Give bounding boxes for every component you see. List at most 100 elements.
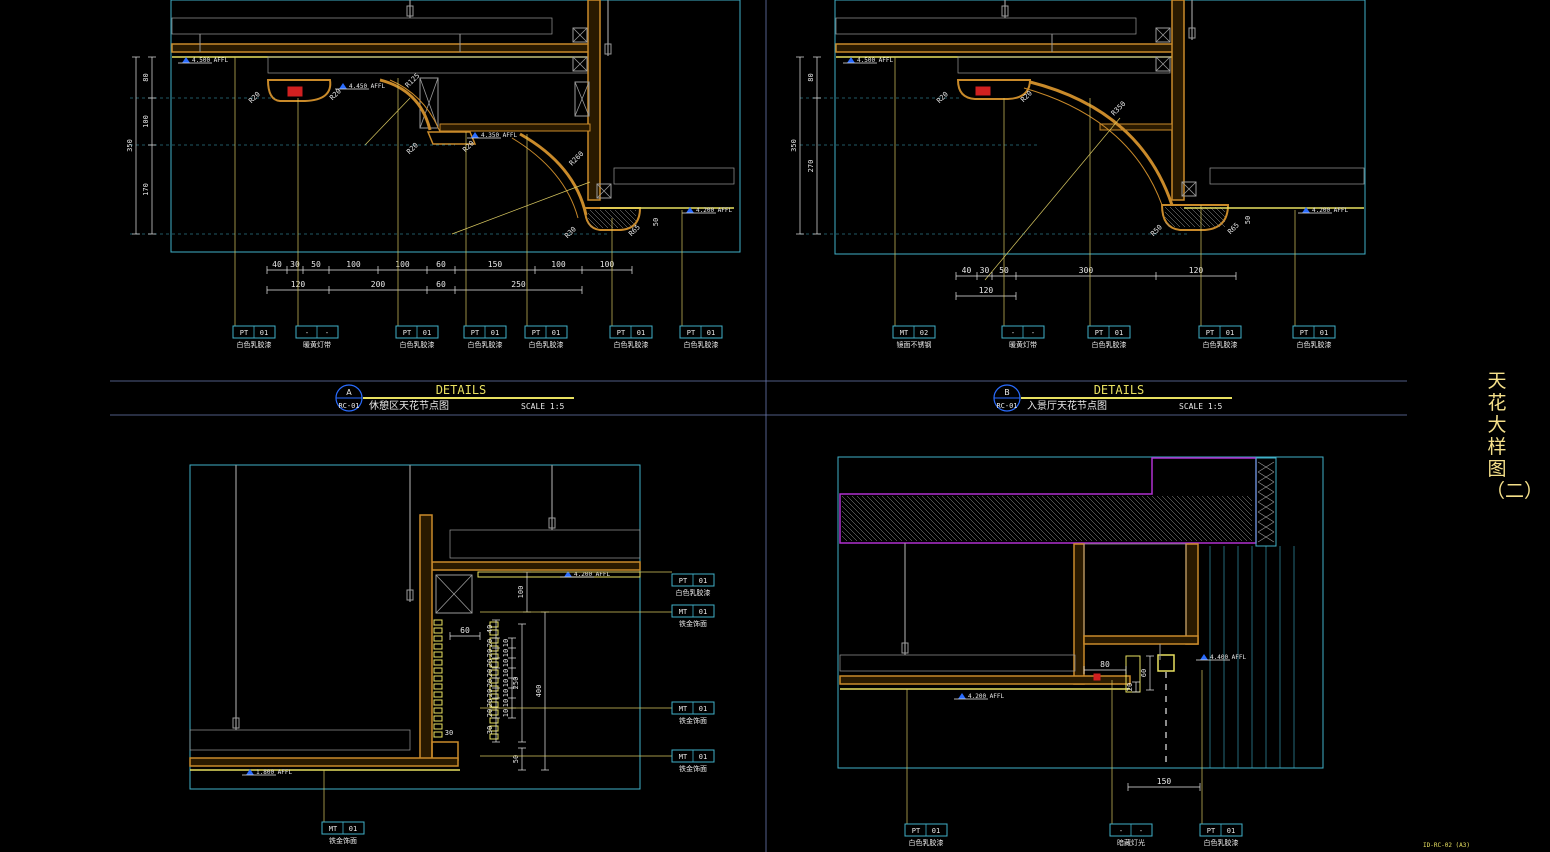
ins-b <box>1257 481 1275 493</box>
hatch-stroke <box>956 495 1003 542</box>
hatch-stroke <box>587 212 604 229</box>
panel-b-level-2: 4.200 AFFL <box>1312 207 1349 214</box>
panel-c-tag-bottom-desc: 铁金饰面 <box>329 836 357 845</box>
panel-a-hdim-row1-value-1: 30 <box>290 260 300 269</box>
panel-c-level-1-marker <box>564 571 572 577</box>
panel-c-vdim-stack-value-4: 20 <box>486 669 494 677</box>
panel-b-leader-r350 <box>984 117 1121 281</box>
title-a-letter: A <box>346 388 352 397</box>
panel-a-xbox-1-x2 <box>572 27 588 43</box>
panel-a-trough <box>266 79 332 102</box>
panel-a-hdim-row1-value-8: 100 <box>600 260 615 269</box>
hatch-stroke <box>1126 495 1173 542</box>
panel-a-tag-6-code: PT <box>687 329 696 337</box>
title-a-name: 休憩区天花节点图 <box>369 399 449 412</box>
title-b-letter: B <box>1004 388 1010 397</box>
hatch-stroke <box>916 495 963 542</box>
panel-c-slat-right <box>489 725 499 732</box>
panel-d-tag-0-desc: 白色乳胶漆 <box>909 838 944 847</box>
panel-a-level-3-marker <box>471 132 479 138</box>
hatch-stroke <box>1151 495 1198 542</box>
hatch-stroke <box>624 209 637 222</box>
hatch-stroke <box>1166 495 1213 542</box>
panel-c-dim-30: 30 <box>445 729 453 737</box>
panel-d-hanger-clip <box>901 642 909 654</box>
panel-a-hanger-1-clip <box>406 5 414 17</box>
hatch-stroke <box>604 209 624 229</box>
hatch-stroke <box>1131 495 1178 542</box>
panel-c-vdim-stack-value-0: 40 <box>486 625 494 633</box>
panel-c-slat <box>433 731 443 738</box>
panel-b-tag-1-code: - <box>1011 329 1015 337</box>
panel-a-tag-1-desc: 暖黄灯带 <box>303 340 331 349</box>
panel-b-hdim-row1-value-0: 40 <box>962 266 972 275</box>
hatch-stroke <box>996 495 1043 542</box>
hatch-stroke <box>629 209 637 217</box>
hatch-stroke <box>961 495 1008 542</box>
hatch-stroke <box>951 495 998 542</box>
hatch-stroke <box>861 495 908 542</box>
panel-c-vdim-stack-value-1: 20 <box>486 639 494 647</box>
hatch-stroke <box>841 520 863 542</box>
hatch-stroke <box>856 495 903 542</box>
panel-c-hdim-60-value-0: 60 <box>460 626 470 635</box>
panel-a-cove-curve-1 <box>379 78 432 131</box>
ins-b <box>1257 501 1275 513</box>
hatch-stroke <box>891 495 938 542</box>
panel-c-level-1: 4.200 AFFL <box>574 571 611 578</box>
hatch-stroke <box>1006 495 1053 542</box>
hatch-stroke <box>1241 495 1253 507</box>
panel-a-tag-6-num: 01 <box>707 329 715 337</box>
panel-c-vdim-stack2-value-5: 10 <box>502 689 510 697</box>
hatch-stroke <box>1179 206 1201 228</box>
panel-c-vdim-100-value-0: 100 <box>517 586 525 599</box>
panel-c-tag-1-code: MT <box>679 608 688 616</box>
panel-c-slat <box>433 627 443 634</box>
hatch-stroke <box>1196 495 1243 542</box>
panel-a-hdim-row1-value-2: 50 <box>311 260 321 269</box>
hatch-stroke <box>1156 495 1203 542</box>
panel-d-vdim-20-value-0: 20 <box>1126 683 1134 691</box>
panel-a-tag-4-code: PT <box>532 329 541 337</box>
panel-a-vdim-value-1: 100 <box>142 115 150 128</box>
panel-c-vdim-400-value-0: 400 <box>535 685 543 698</box>
hatch-stroke <box>1061 495 1108 542</box>
hatch-stroke <box>1236 495 1253 512</box>
hatch-stroke <box>976 495 1023 542</box>
panel-a-hdim-row1-value-7: 100 <box>551 260 566 269</box>
panel-d-tag-0-code: PT <box>912 827 921 835</box>
panel-a-cove-curve-2 <box>519 132 588 216</box>
hatch-stroke <box>1026 495 1073 542</box>
panel-b-hdim-row2-value-0: 120 <box>979 286 994 295</box>
panel-b-vdim-value-1: 270 <box>807 160 815 173</box>
hatch-stroke <box>1086 495 1133 542</box>
panel-d-ceiling-board <box>839 675 1131 685</box>
sheet-title: 天花大样图（二） <box>1486 370 1543 502</box>
panel-c-xbox-x2 <box>435 574 473 614</box>
panel-b-cove-curve <box>1029 80 1174 206</box>
hatch-stroke <box>1184 206 1206 228</box>
panel-b-board <box>835 43 1177 53</box>
hatch-stroke <box>1204 206 1226 228</box>
panel-c-tag-0-num: 01 <box>699 577 707 585</box>
hatch-stroke <box>1106 495 1153 542</box>
panel-b-tag-2-desc: 白色乳胶漆 <box>1092 340 1127 349</box>
hatch-stroke <box>1096 495 1143 542</box>
panel-a-vdim-total-value-0: 350 <box>126 139 134 152</box>
panel-a-xbox-5-x2 <box>596 183 612 199</box>
panel-b-level-1: 4.500 AFFL <box>857 57 894 64</box>
title-b-name: 入景厅天花节点图 <box>1027 399 1107 412</box>
panel-a-leader-r260 <box>451 181 591 235</box>
panel-d-slab-hatch <box>841 495 1253 542</box>
panel-c-slat <box>433 643 443 650</box>
hatch-stroke <box>1169 206 1191 228</box>
panel-d-light-fixture <box>1157 654 1175 672</box>
panel-c-floor-board <box>189 757 459 767</box>
panel-b-tag-2-code: PT <box>1095 329 1104 337</box>
hatch-stroke <box>1141 495 1188 542</box>
panel-b-side-dim: 50 <box>1244 216 1252 224</box>
panel-a-tag-3-num: 01 <box>491 329 499 337</box>
panel-c-vdim-stack-value-8: 20 <box>486 709 494 717</box>
hatch-stroke <box>1011 495 1058 542</box>
